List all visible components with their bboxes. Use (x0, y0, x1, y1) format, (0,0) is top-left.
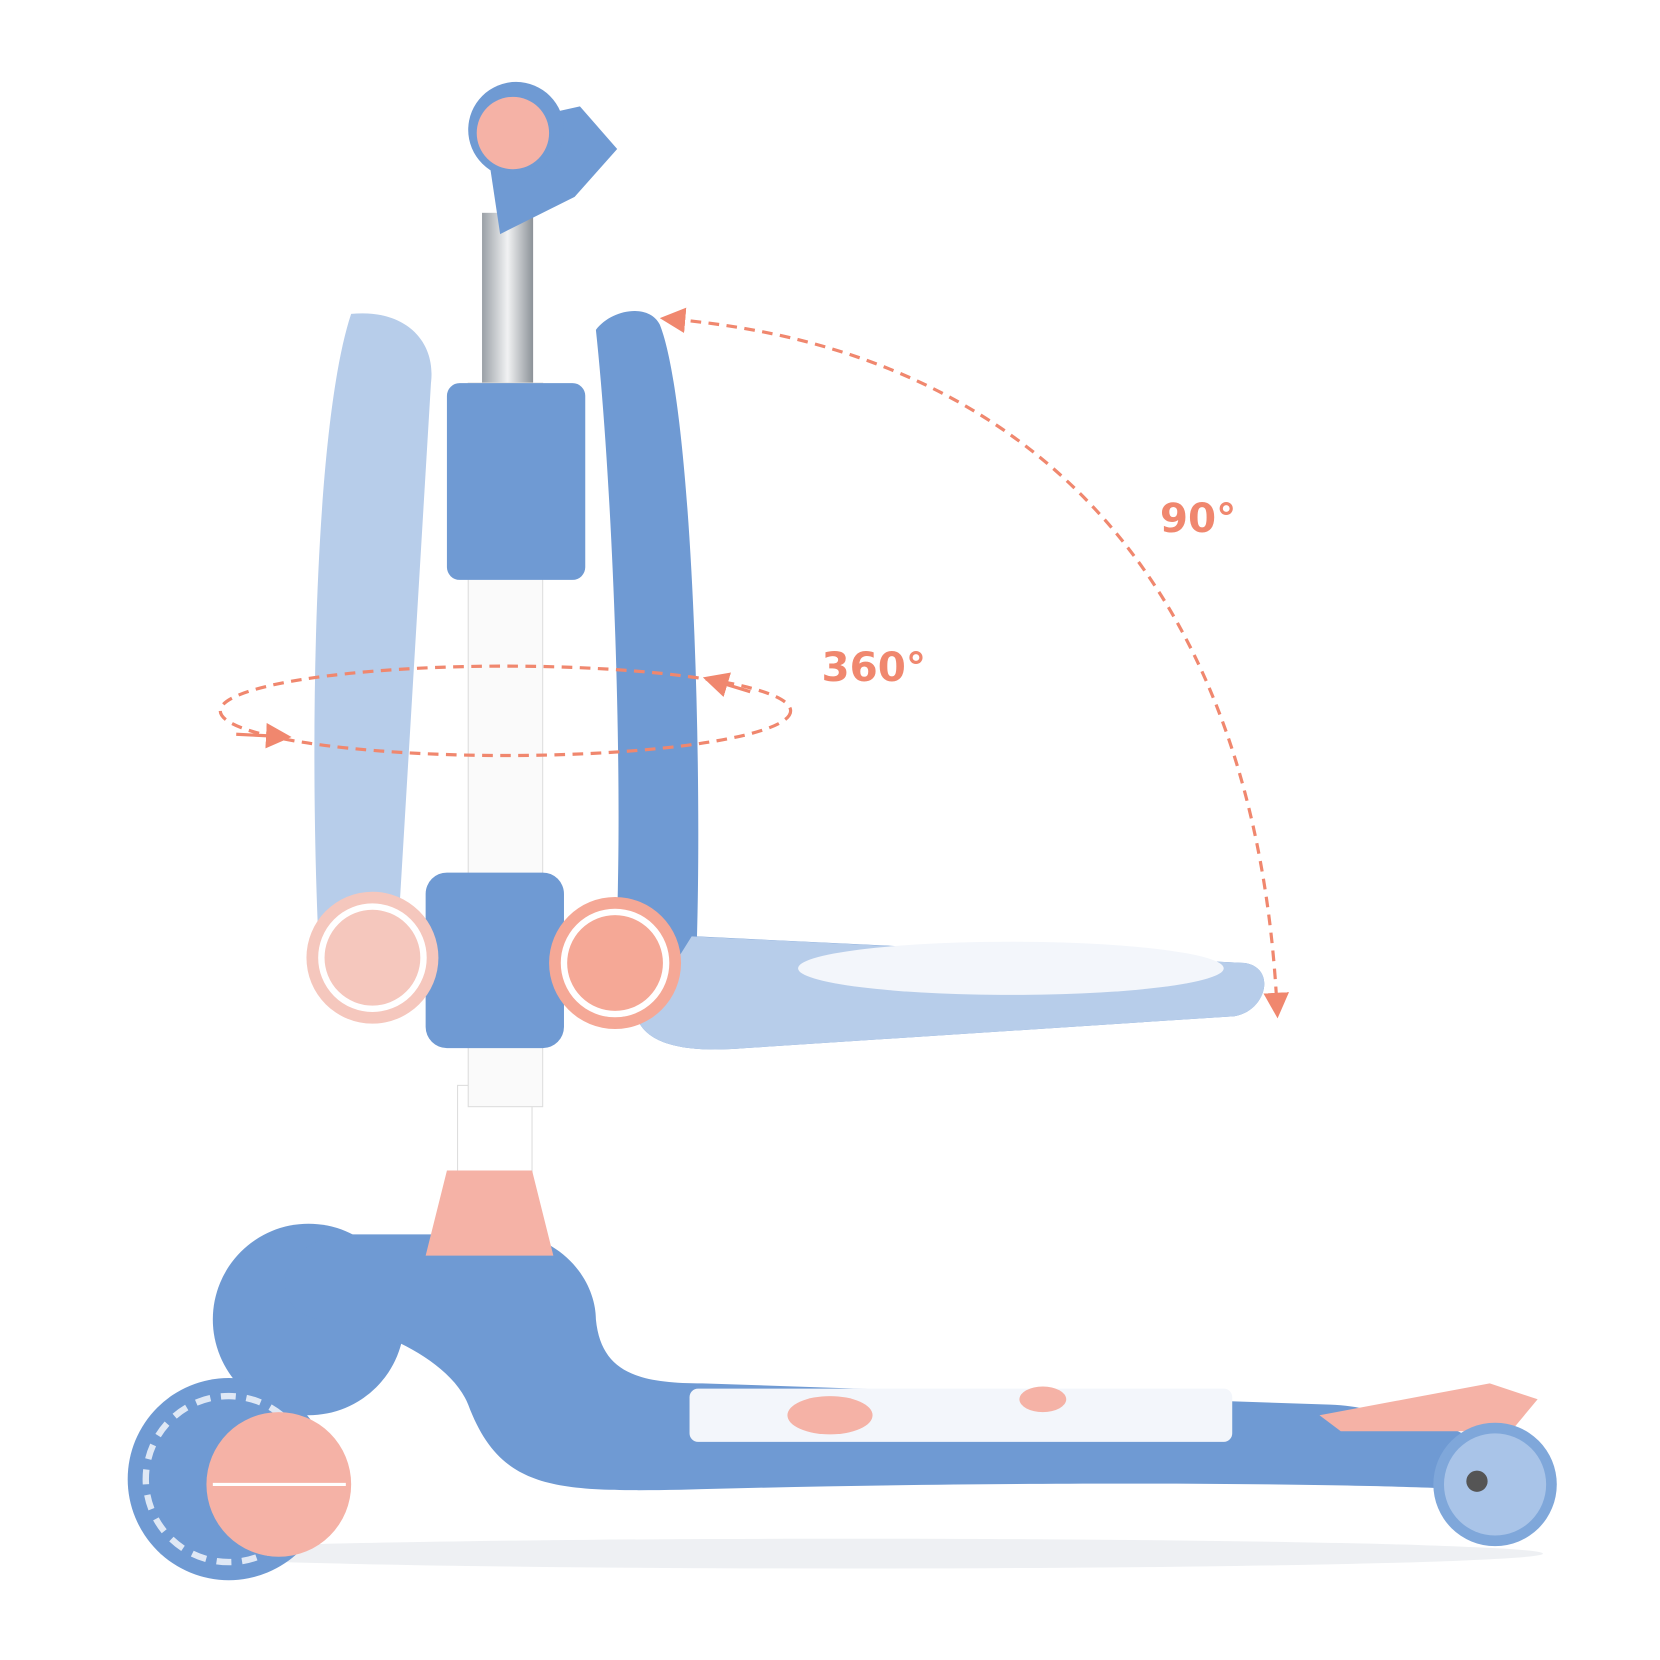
deck-grip-pattern (689, 1388, 1233, 1442)
deck (285, 1230, 1490, 1491)
fold-arc-arrow (659, 307, 1290, 1019)
upper-stem (482, 212, 534, 394)
shadow (159, 1538, 1543, 1569)
rotation-ellipse-arrow (218, 664, 793, 758)
rotation-angle-label: 360° (821, 643, 926, 691)
stem-clamp (425, 1170, 554, 1256)
handle-grip (476, 96, 550, 170)
height-adjuster (446, 383, 586, 580)
front-wheel (1433, 1422, 1557, 1547)
fold-angle-label: 90° (1160, 494, 1236, 542)
seat-hinge (425, 872, 564, 1049)
rear-brake (1319, 1383, 1538, 1432)
